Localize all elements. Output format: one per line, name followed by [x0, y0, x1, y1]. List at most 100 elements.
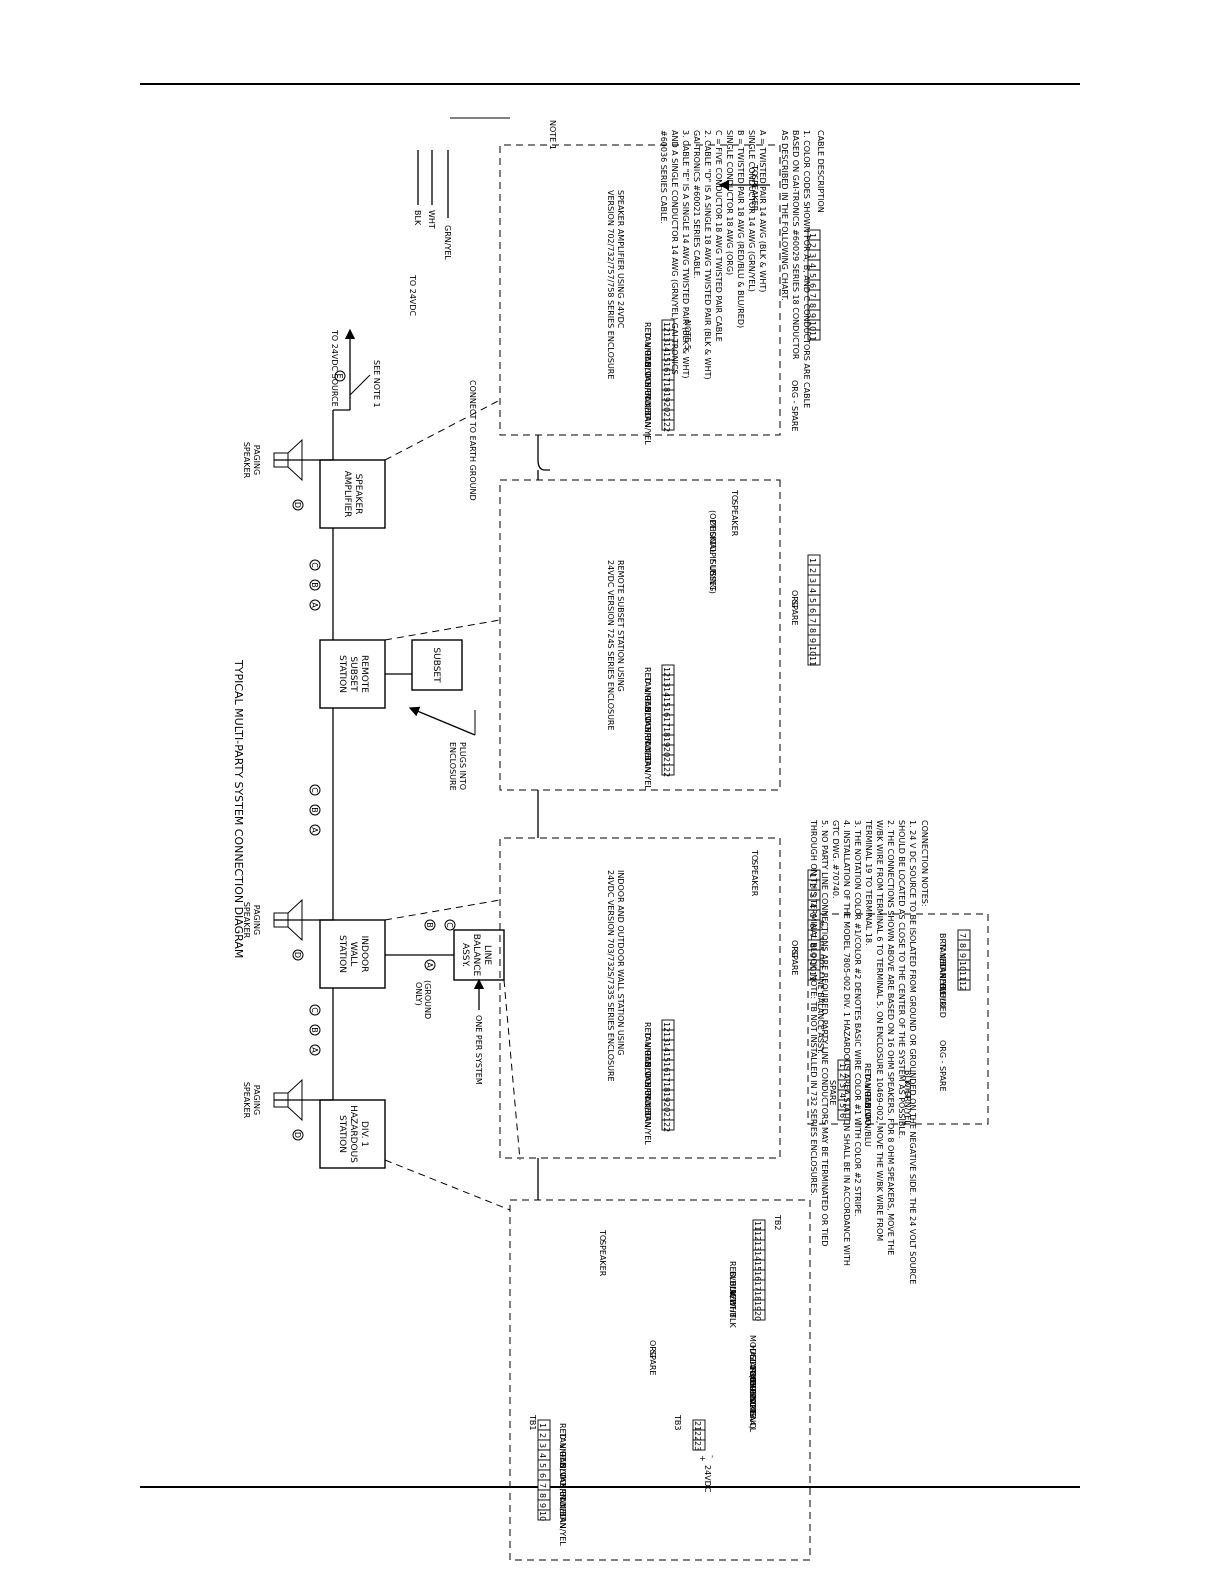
ground-only-2: ONLY): [414, 982, 423, 1006]
plugs-into-2: ENCLOSURE: [448, 742, 457, 791]
svg-text:TAN/BRN: TAN/BRN: [643, 391, 652, 427]
svg-text:TAN/YEL: TAN/YEL: [643, 411, 652, 445]
svg-text:PAGING: PAGING: [252, 445, 261, 475]
svg-text:TAN/VIO: TAN/VIO: [643, 696, 652, 730]
svg-text:REMOTE: REMOTE: [359, 655, 369, 693]
haz-tb1: TB1 1 2 3 4 5 6 7 8 9 10 RED TAN/RED VIO…: [528, 1414, 567, 1546]
lb-title: No. 305-001 LINE BALANCE ASSY.: [816, 920, 825, 1054]
svg-text:AMPLIFIER: AMPLIFIER: [342, 471, 352, 518]
svg-text:9: 9: [808, 638, 817, 643]
svg-text:20: 20: [662, 1102, 671, 1112]
remote-tb-left: 12 13 14 15 16 17 18 19 20 21 22: [661, 664, 675, 777]
svg-text:BALANCE: BALANCE: [471, 934, 481, 977]
haz-tb3: TB3 21 22 23 - + 24VDC: [673, 1414, 717, 1493]
svg-text:GRN/YEL: GRN/YEL: [443, 225, 452, 260]
svg-text:9: 9: [958, 953, 967, 958]
svg-text:C: C: [310, 1007, 319, 1013]
svg-text:TAN/VIO: TAN/VIO: [863, 1092, 872, 1126]
ground-only-1: (GROUND: [423, 980, 432, 1019]
svg-text:2: 2: [808, 883, 817, 888]
svg-text:20: 20: [662, 747, 671, 757]
svg-text:TAN/BLU: TAN/BLU: [643, 371, 652, 406]
line-balance-assy: LINE BALANCE ASSY.: [453, 929, 505, 981]
svg-text:AND A SINGLE CONDUCTOR 14 AWG: AND A SINGLE CONDUCTOR 14 AWG (GRN/YEL) …: [670, 130, 679, 375]
svg-text:5: 5: [838, 1103, 847, 1108]
svg-text:YEL: YEL: [938, 952, 947, 968]
amp-tb-right: 1 2 3 4 5 6 7 8 9 10 11: [807, 229, 821, 341]
svg-text:17: 17: [662, 717, 671, 727]
svg-text:8: 8: [808, 303, 817, 308]
div1-hazardous-station: DIV. 1 HAZARDOUS STATION: [319, 1099, 386, 1169]
svg-text:B: B: [310, 582, 319, 588]
svg-text:1: 1: [808, 873, 817, 878]
svg-text:WHT: WHT: [903, 1080, 912, 1099]
svg-text:AS DESCRIBED IN THE FOLLOWING: AS DESCRIBED IN THE FOLLOWING CHART.: [780, 130, 789, 301]
svg-text:GAI-TRONICS #60021 SERIES CABL: GAI-TRONICS #60021 SERIES CABLE.: [692, 130, 701, 279]
svg-text:HAZARDOUS: HAZARDOUS: [348, 1105, 358, 1163]
haz-org: ORG: [648, 1340, 657, 1358]
svg-text:RED: RED: [558, 1423, 567, 1440]
diagram-title: TYPICAL MULTI-PARTY SYSTEM CONNECTION DI…: [232, 659, 245, 958]
svg-text:RED/BLU: RED/BLU: [938, 973, 947, 1008]
svg-text:VIO: VIO: [643, 687, 652, 701]
svg-text:RED: RED: [643, 667, 652, 684]
haz-tb2: TB2 11 12 13 14 15 16 17 18 19 20 RED/BL…: [728, 1214, 782, 1328]
svg-text:BLU: BLU: [643, 362, 652, 378]
svg-text:12: 12: [753, 1231, 762, 1241]
svg-text:16: 16: [662, 707, 671, 717]
svg-text:7: 7: [808, 618, 817, 623]
svg-text:14: 14: [662, 342, 671, 352]
amp-leader: [384, 399, 501, 461]
to-24vdc-label: TO 24VDC: [408, 274, 417, 317]
svg-text:3. CABLE "E" IS A SINGLE 14 A: 3. CABLE "E" IS A SINGLE 14 AWG TWISTED …: [681, 130, 690, 379]
svg-text:BLU: BLU: [558, 1463, 567, 1479]
svg-text:BLU: BLU: [643, 707, 652, 723]
svg-text:7: 7: [808, 933, 817, 938]
svg-text:ASSY.: ASSY.: [460, 943, 470, 967]
svg-text:1: 1: [808, 233, 817, 238]
svg-text:PAGING: PAGING: [252, 905, 261, 935]
svg-text:WHT/BLK: WHT/BLK: [728, 1291, 737, 1328]
cable-description: CABLE DESCRIPTION 1. COLOR CODES SHOWN F…: [659, 130, 825, 408]
svg-text:ORG - SPARE: ORG - SPARE: [938, 1040, 947, 1092]
svg-text:BRN: BRN: [558, 1483, 567, 1500]
svg-text:B: B: [310, 1027, 319, 1033]
svg-text:MODEL 7805-002: MODEL 7805-002: [748, 1335, 757, 1405]
svg-text:1. 24 V DC SOURCE TO BE ISOLA: 1. 24 V DC SOURCE TO BE ISOLATED FROM GR…: [908, 820, 917, 1284]
svg-text:7: 7: [958, 933, 967, 938]
svg-text:C = FIVE CONDUCTOR 18 AWG TWIS: C = FIVE CONDUCTOR 18 AWG TWISTED PAIR C…: [714, 130, 723, 342]
svg-text:4: 4: [808, 588, 817, 593]
svg-text:A = TWISTED PAIR 14 AWG (BLK &: A = TWISTED PAIR 14 AWG (BLK & WHT): [758, 130, 767, 292]
svg-text:19: 19: [662, 737, 671, 747]
indoor-leader: [384, 899, 501, 921]
svg-text:E: E: [335, 373, 344, 378]
svg-text:19: 19: [753, 1301, 762, 1311]
svg-text:TAN/YEL: TAN/YEL: [938, 962, 947, 996]
svg-text:SPARE: SPARE: [828, 1080, 837, 1105]
remote-spare: SPARE: [790, 600, 799, 625]
svg-text:13: 13: [662, 332, 671, 342]
svg-text:12: 12: [662, 1022, 671, 1032]
svg-text:TB1: TB1: [528, 1414, 537, 1430]
svg-text:TAN/RED: TAN/RED: [643, 1031, 652, 1067]
svg-text:BLU/RED: BLU/RED: [938, 983, 947, 1018]
svg-text:6: 6: [808, 923, 817, 928]
svg-text:SPEAKER: SPEAKER: [242, 1082, 251, 1119]
svg-text:11: 11: [958, 971, 967, 981]
to-24vdc-source-label: TO 24VDC SOURCE: [330, 329, 339, 407]
svg-text:TB2: TB2: [773, 1214, 782, 1230]
svg-text:8: 8: [808, 943, 817, 948]
remote-to-speaker-3: (OPTIONAL IF USING: [708, 510, 717, 591]
remote-subset-station: REMOTE SUBSET STATION: [319, 639, 386, 709]
svg-text:BLU: BLU: [863, 1103, 872, 1119]
remote-wire-labels-left: RED TAN/RED VIO TAN/VIO BLU TAN/BLU BRN …: [643, 667, 652, 790]
remote-org: ORG: [790, 590, 799, 608]
svg-text:19: 19: [662, 1092, 671, 1102]
svg-text:SINGLE CONDUCTOR 18 AWG (ORG): SINGLE CONDUCTOR 18 AWG (ORG): [725, 130, 734, 275]
svg-text:5: 5: [808, 598, 817, 603]
svg-text:TAN/BLU: TAN/BLU: [863, 1112, 872, 1147]
svg-text:5: 5: [808, 273, 817, 278]
svg-text:1: 1: [838, 1063, 847, 1068]
svg-text:10: 10: [538, 1511, 547, 1521]
trunk-amp-remote: [537, 435, 550, 471]
